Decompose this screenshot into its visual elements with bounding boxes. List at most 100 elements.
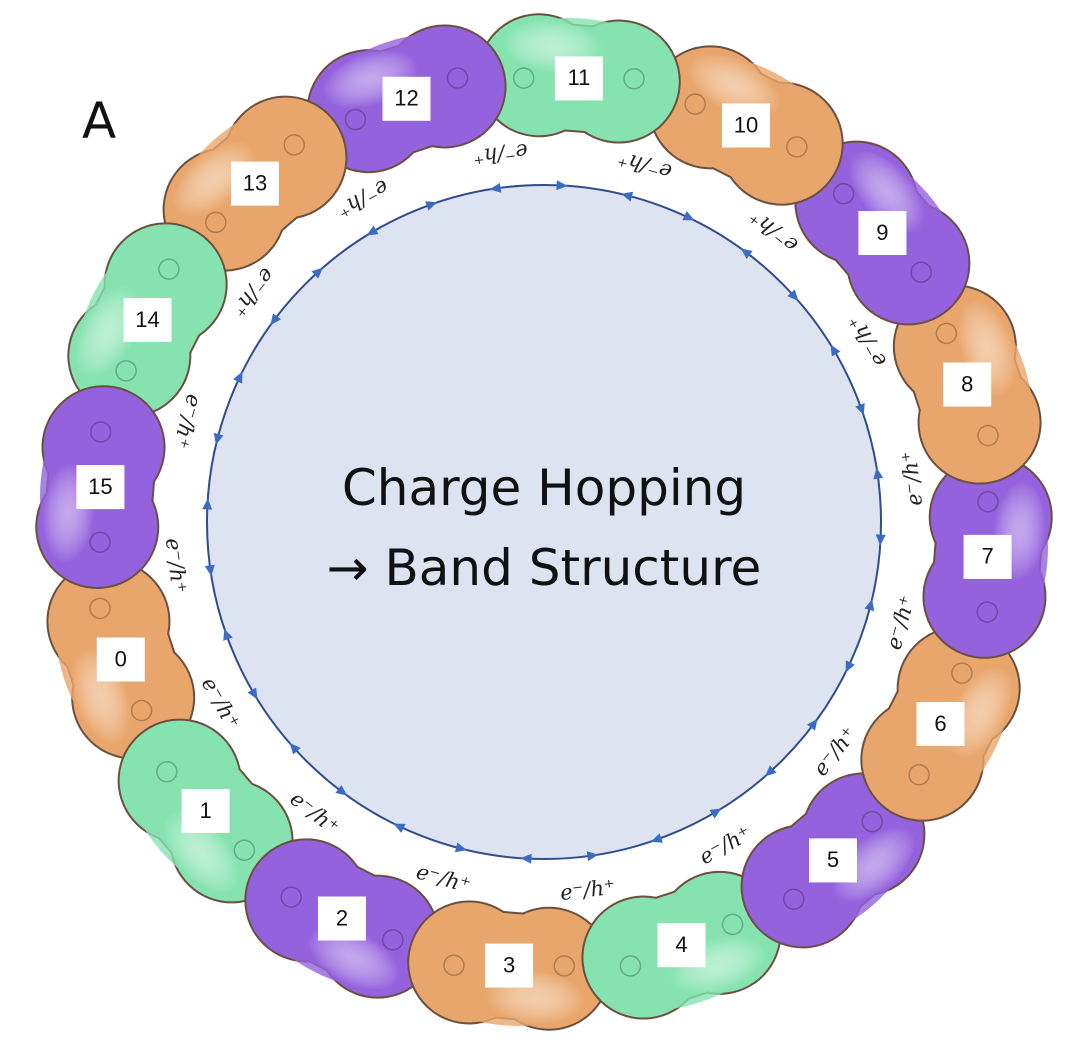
molecule-label: 7	[981, 544, 993, 569]
ring-arrow-icon	[787, 289, 799, 301]
ring-arrow-icon	[520, 853, 532, 864]
molecule-label: 8	[961, 371, 973, 396]
molecule-label-box	[916, 702, 965, 746]
atom-icon	[977, 424, 999, 447]
center-title-line1: Charge Hopping	[342, 459, 746, 517]
molecule-11: 11	[477, 13, 681, 144]
hop-label: e⁻/h⁺	[286, 786, 344, 839]
molecule-label: 4	[675, 932, 687, 957]
atom-icon	[832, 183, 855, 205]
molecule-label-box	[76, 465, 125, 510]
atom-icon	[89, 597, 111, 620]
molecule-9: 9	[794, 140, 971, 326]
molecule-6: 6	[860, 626, 1021, 822]
ring-arrow-icon	[709, 808, 722, 819]
hop-label: e⁻/h⁺	[744, 205, 802, 258]
atom-icon	[115, 360, 137, 382]
ring-arrow-icon	[586, 851, 599, 862]
molecule-label: 1	[199, 798, 211, 823]
atom-icon	[443, 954, 465, 977]
molecule-label-box	[231, 161, 279, 206]
atom-icon	[623, 67, 645, 90]
center-title-line2: → Band Structure	[327, 539, 762, 597]
hop-label: e⁻/h⁺	[615, 146, 675, 184]
atom-icon	[935, 322, 958, 345]
atom-icon	[861, 810, 883, 833]
molecule-label: 2	[336, 905, 348, 930]
atom-icon	[908, 764, 930, 786]
molecule-7: 7	[922, 455, 1053, 659]
molecule-label-box	[318, 896, 366, 941]
molecule-label: 12	[394, 86, 418, 111]
molecule-label-box	[943, 362, 992, 407]
molecule-label: 10	[734, 112, 758, 137]
atom-icon	[156, 761, 178, 783]
molecule-label: 3	[503, 952, 515, 977]
ring-arrow-icon	[311, 267, 323, 279]
molecule-label: 11	[567, 65, 590, 90]
ring-arrow-icon	[556, 180, 568, 191]
ring-arrow-icon	[223, 628, 233, 641]
ring-arrow-icon	[233, 371, 243, 384]
ring-arrow-icon	[213, 432, 224, 445]
ring-arrow-icon	[489, 182, 502, 193]
ring-arrow-icon	[621, 191, 634, 202]
ring-arrow-icon	[864, 599, 875, 612]
hop-label: e⁻/h⁺	[161, 537, 191, 595]
atom-icon	[283, 134, 305, 156]
ring-arrow-icon	[845, 660, 855, 673]
panel-label: A	[82, 92, 116, 150]
ring-arrows	[202, 180, 886, 864]
hop-label: e⁻/h⁺	[472, 139, 530, 169]
ring-arrow-icon	[366, 225, 379, 236]
atom-icon	[786, 136, 808, 158]
atom-icon	[382, 929, 404, 951]
ring-arrow-icon	[335, 785, 348, 796]
atom-icon	[158, 258, 180, 280]
molecule-label: 0	[115, 646, 127, 671]
hop-label: e⁻/h⁺	[808, 722, 861, 780]
hop-label: e⁻/h⁺	[168, 392, 206, 452]
molecule-label: 13	[243, 170, 267, 195]
hop-label: e⁻/h⁺	[559, 875, 617, 905]
atom-icon	[721, 913, 744, 936]
ring-arrow-icon	[740, 248, 753, 259]
ring-arrow-icon	[204, 564, 215, 577]
molecule-label-box	[181, 789, 230, 833]
molecule-2: 2	[244, 838, 440, 999]
hop-label: e⁻/h⁺	[414, 859, 474, 897]
molecule-label-box	[858, 211, 907, 255]
hop-label: e⁻/h⁺	[897, 450, 927, 508]
molecule-3: 3	[407, 900, 611, 1031]
molecule-15: 15	[35, 385, 166, 589]
ring-arrow-icon	[765, 765, 777, 777]
atom-icon	[910, 261, 932, 283]
molecule-label-box	[657, 923, 706, 968]
ring-arrow-icon	[425, 201, 438, 211]
atom-icon	[951, 662, 973, 684]
ring-arrow-icon	[454, 842, 467, 853]
ring-arrow-icon	[247, 687, 258, 700]
molecule-label: 15	[88, 474, 112, 499]
atom-icon	[553, 955, 575, 977]
molecule-label: 9	[876, 220, 888, 245]
molecule-label-box	[123, 298, 172, 342]
atom-icon	[446, 67, 469, 89]
molecule-label: 5	[827, 847, 839, 872]
ring-arrow-icon	[873, 467, 884, 480]
molecule-12: 12	[306, 24, 507, 174]
molecule-label: 6	[934, 711, 946, 736]
molecule-label-box	[722, 103, 770, 148]
atom-icon	[684, 93, 706, 115]
molecule-4: 4	[581, 870, 782, 1020]
ring-arrow-icon	[202, 498, 213, 510]
hop-label: e⁻/h⁺	[882, 593, 920, 653]
ring-arrow-icon	[393, 823, 406, 833]
ring-arrow-icon	[650, 833, 663, 843]
molecule-label-box	[809, 838, 857, 883]
atom-icon	[513, 67, 535, 89]
atom-icon	[233, 839, 256, 861]
ring-arrow-icon	[855, 403, 865, 416]
atom-icon	[783, 888, 805, 910]
